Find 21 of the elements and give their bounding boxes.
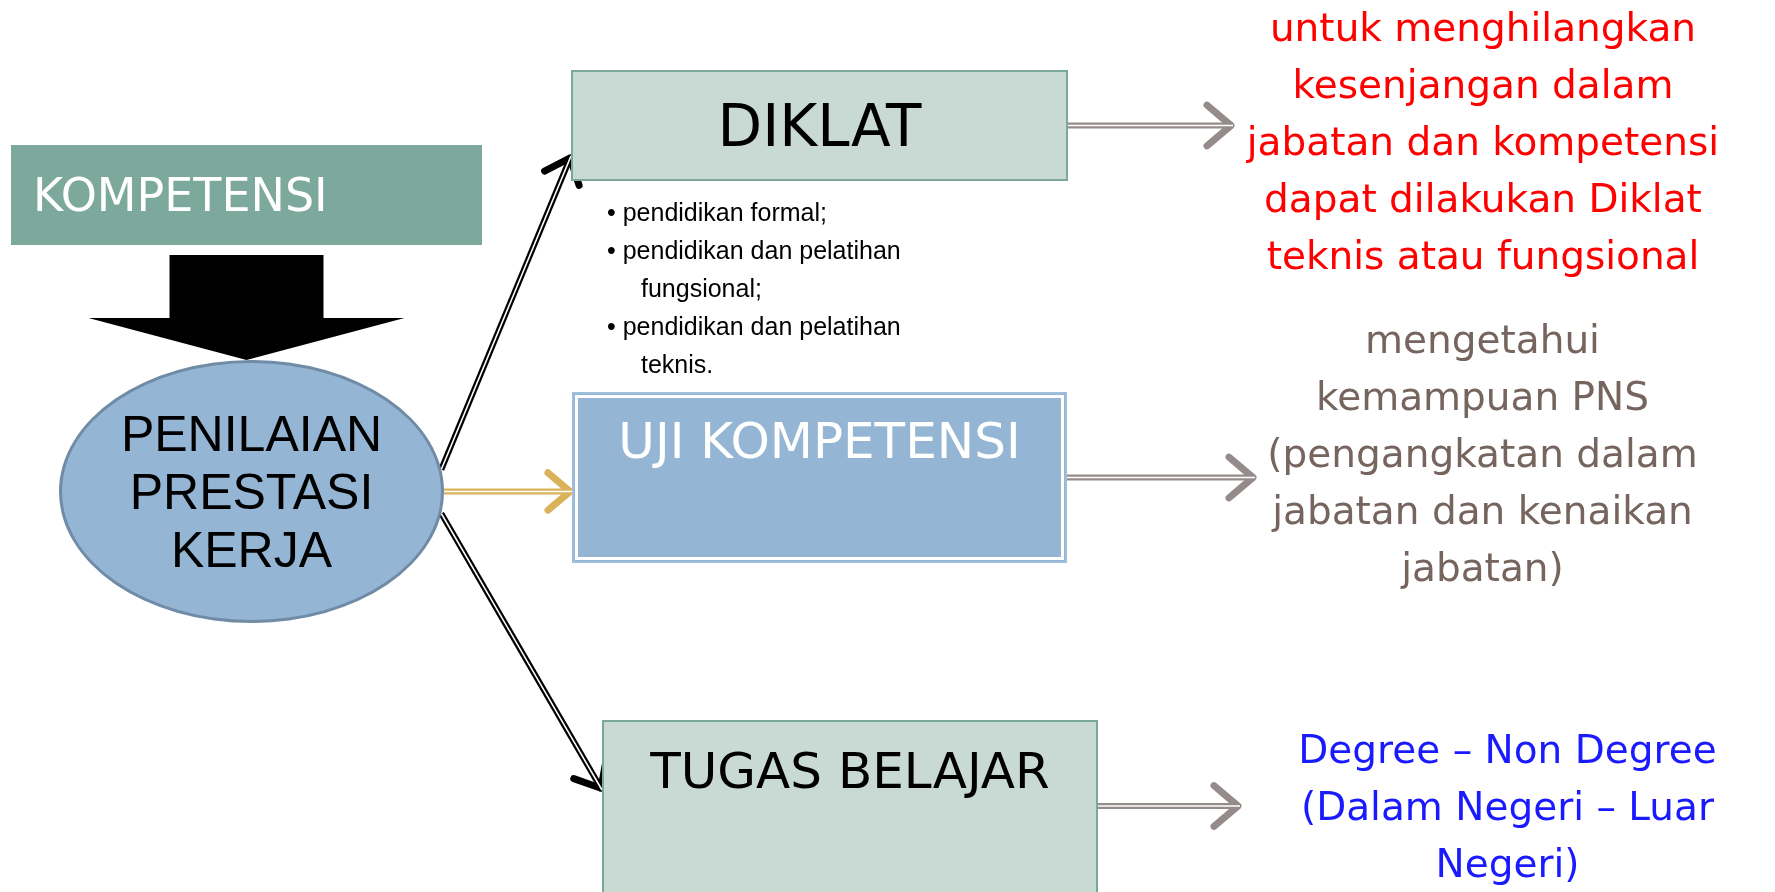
block-arrow	[88, 255, 405, 360]
bullet-item: • pendidikan dan pelatihan fungsional;	[607, 235, 902, 304]
arrow	[1098, 782, 1242, 830]
arrow	[1067, 453, 1257, 502]
node-label: KOMPETENSI	[33, 168, 328, 222]
bullet-item: • pendidikan dan pelatihan teknis.	[607, 311, 902, 380]
node-label: PENILAIAN PRESTASI KERJA	[120, 404, 383, 579]
node-label: mengetahui kemampuan PNS (pengangkatan dalam jabatan dan kenaikan jabatan)	[1266, 316, 1699, 592]
arrow	[438, 154, 583, 471]
arrow	[444, 469, 574, 514]
process-box	[571, 70, 1068, 181]
process-box	[572, 392, 1067, 563]
heading-bar	[11, 145, 482, 245]
node-label: UJI KOMPETENSI	[618, 412, 1021, 470]
process-box	[602, 720, 1098, 892]
arrow	[1068, 101, 1235, 150]
node-label: DIKLAT	[717, 91, 922, 160]
node-label: Degree – Non Degree (Dalam Negeri – Luar Negeri)	[1297, 725, 1718, 888]
node-label: untuk menghilangkan kesenjangan dalam jabatan dan kompetensi dapat dilakukan Diklat teknis atau fungsional	[1245, 4, 1721, 280]
bullet-item: • pendidikan formal;	[607, 197, 828, 228]
node-label: TUGAS BELAJAR	[650, 742, 1050, 800]
